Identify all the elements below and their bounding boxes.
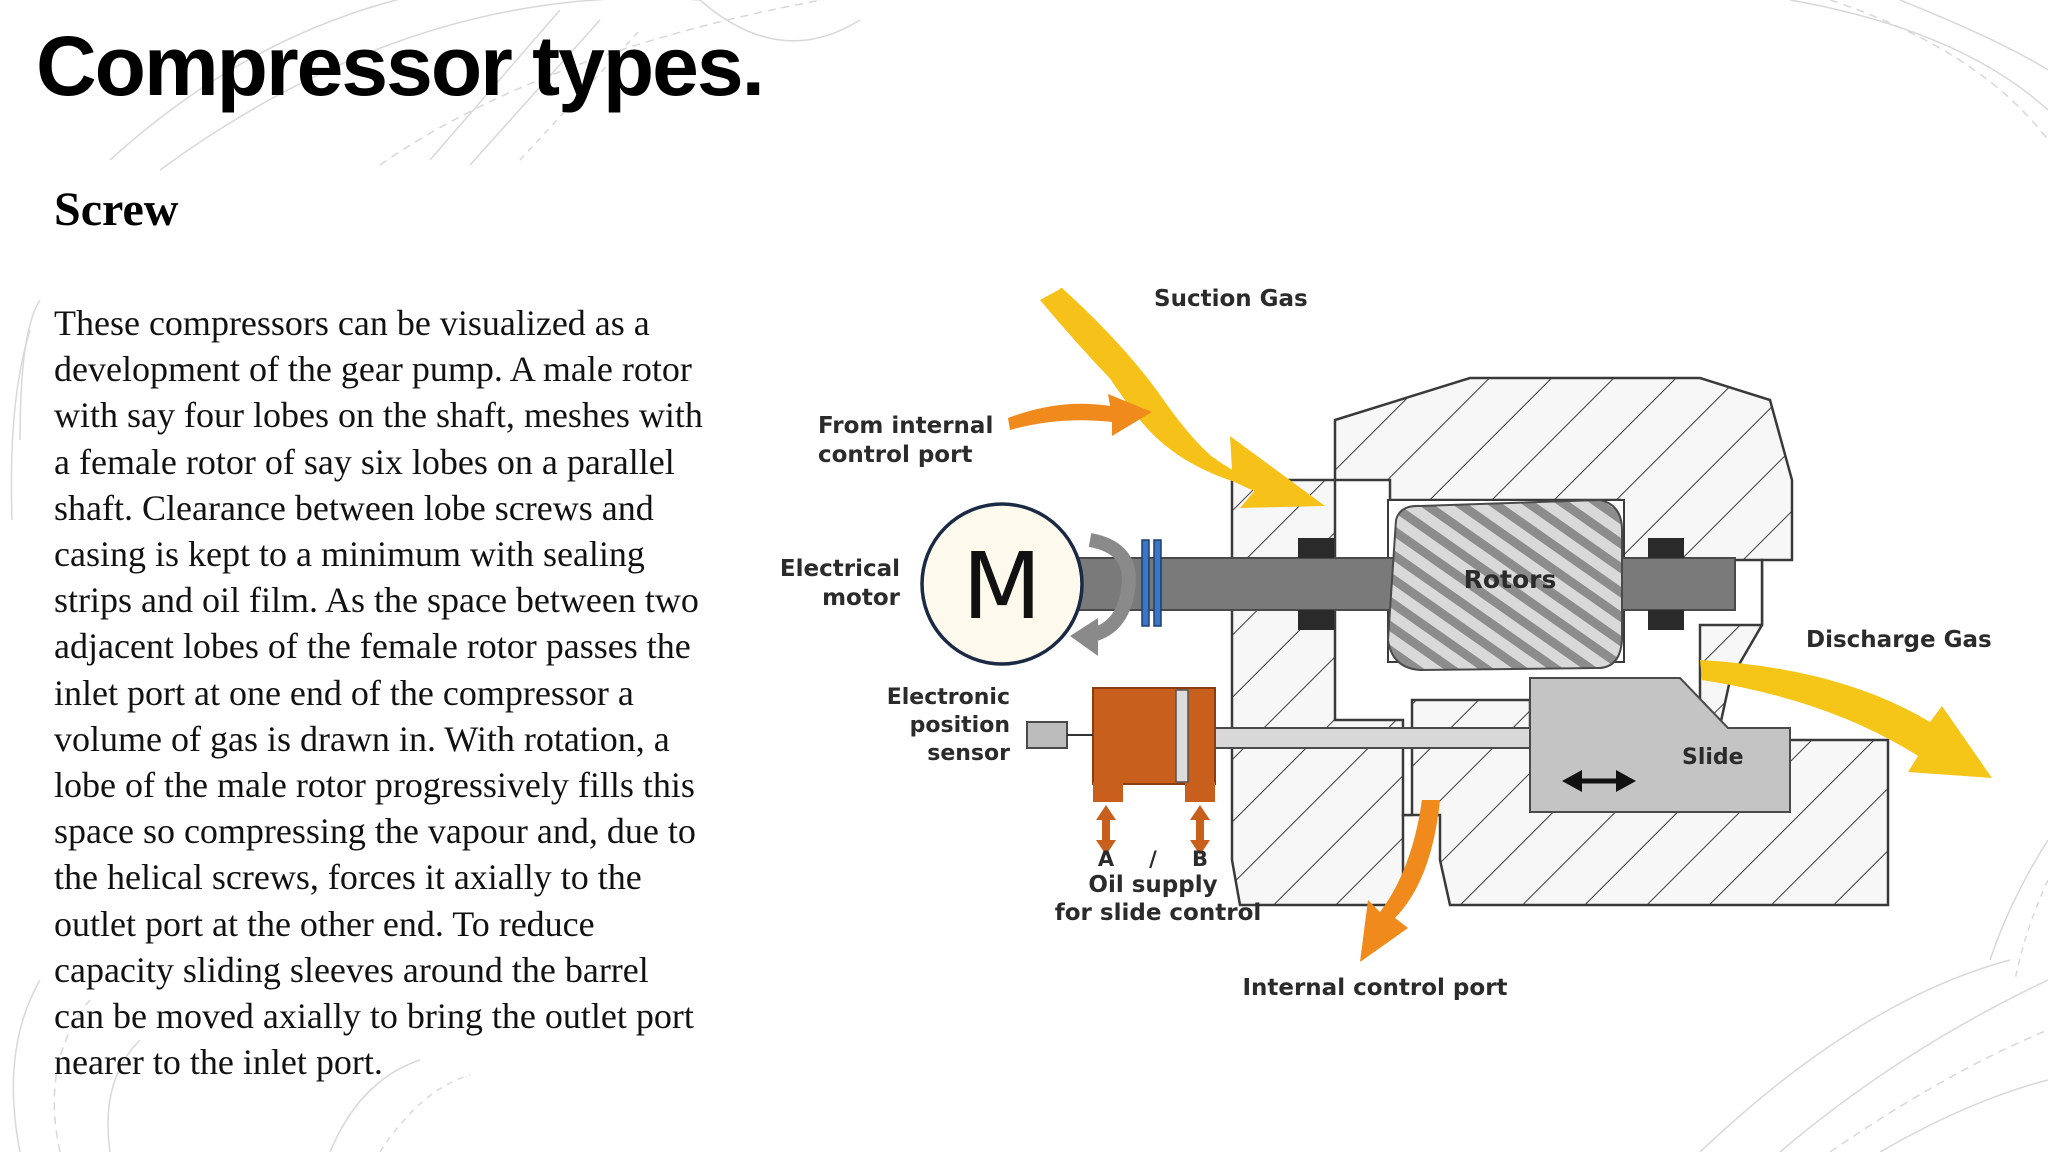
internal-control-inflow-arrow bbox=[1008, 394, 1152, 436]
coupling-left bbox=[1141, 539, 1150, 627]
suction-gas-arrow-tail bbox=[1040, 288, 1262, 494]
oil-supply-label-2: for slide control bbox=[1055, 900, 1262, 926]
sensor-label-1: Electronic bbox=[887, 685, 1010, 710]
position-sensor bbox=[1026, 721, 1068, 749]
from-internal-label-1: From internal bbox=[818, 413, 993, 439]
rotors-label: Rotors bbox=[1464, 565, 1557, 594]
actuator-piston bbox=[1175, 689, 1189, 783]
port-separator-label: / bbox=[1149, 847, 1157, 871]
text-line: casing is kept to a minimum with sealing bbox=[54, 534, 645, 575]
seal-right-top bbox=[1648, 538, 1684, 558]
text-line: with say four lobes on the shaft, meshes… bbox=[54, 395, 703, 436]
from-internal-label-2: control port bbox=[818, 442, 972, 468]
slide-title: Compressor types. bbox=[36, 19, 765, 113]
actuator-body bbox=[1092, 687, 1216, 785]
sensor-label-3: sensor bbox=[927, 741, 1010, 766]
text-line: strips and oil film. As the space betwee… bbox=[54, 580, 699, 621]
text-line: These compressors can be visualized as a bbox=[54, 303, 650, 343]
text-line: inlet port at one end of the compressor … bbox=[54, 672, 634, 713]
text-line: development of the gear pump. A male rot… bbox=[54, 349, 692, 390]
oil-arrow-a bbox=[1096, 805, 1116, 855]
electrical-motor-label-2: motor bbox=[822, 585, 901, 611]
port-b-label: B bbox=[1192, 847, 1208, 871]
sensor-label-2: position bbox=[910, 713, 1010, 738]
suction-gas-label: Suction Gas bbox=[1154, 286, 1308, 312]
text-line: a female rotor of say six lobes on a par… bbox=[54, 441, 675, 482]
slide-arrow-right bbox=[1616, 770, 1636, 792]
slide-label: Slide bbox=[1682, 745, 1744, 770]
section-heading: Screw bbox=[54, 183, 179, 236]
text-line: capacity sliding sleeves around the barr… bbox=[54, 949, 649, 990]
internal-control-port-arrow bbox=[1360, 800, 1440, 962]
suction-gas-arrow bbox=[1060, 288, 1325, 508]
discharge-gas-label: Discharge Gas bbox=[1806, 627, 1992, 653]
rotor-screws bbox=[1386, 498, 1623, 672]
seal-left-top bbox=[1298, 538, 1334, 558]
actuator-foot-a bbox=[1093, 782, 1123, 802]
port-a-label: A bbox=[1098, 847, 1115, 871]
seal-right-bottom bbox=[1648, 610, 1684, 630]
electrical-motor-label-1: Electrical bbox=[780, 556, 900, 582]
internal-control-port-label: Internal control port bbox=[1242, 975, 1507, 1001]
text-line: the helical screws, forces it axially to… bbox=[54, 857, 642, 898]
text-line: outlet port at the other end. To reduce bbox=[54, 903, 595, 944]
rotation-arrow bbox=[1086, 533, 1136, 643]
text-line: can be moved axially to bring the outlet… bbox=[54, 996, 694, 1037]
slide-arrow-left bbox=[1562, 770, 1582, 792]
description-paragraph: These compressors can be visualized as a… bbox=[54, 300, 774, 1085]
discharge-gas-arrow bbox=[1700, 660, 1992, 778]
motor-symbol: M bbox=[962, 533, 1041, 640]
coupling-right bbox=[1153, 539, 1162, 627]
motor-circle bbox=[920, 502, 1084, 666]
text-line: adjacent lobes of the female rotor passe… bbox=[54, 626, 691, 667]
slide-rod bbox=[1204, 727, 1536, 749]
text-line: nearer to the inlet port. bbox=[54, 1042, 383, 1083]
text-line: lobe of the male rotor progressively fil… bbox=[54, 765, 695, 806]
oil-arrow-b bbox=[1190, 805, 1210, 855]
text-line: shaft. Clearance between lobe screws and bbox=[54, 487, 654, 528]
seal-left-bottom bbox=[1298, 610, 1334, 630]
text-line: volume of gas is drawn in. With rotation… bbox=[54, 718, 670, 759]
text-line: space so compressing the vapour and, due… bbox=[54, 811, 696, 852]
screw-compressor-diagram: Rotors M Slide bbox=[780, 286, 1992, 1001]
oil-supply-label-1: Oil supply bbox=[1088, 872, 1217, 898]
slide bbox=[1529, 677, 1791, 813]
rotation-arrowhead bbox=[1070, 618, 1098, 656]
actuator-foot-b bbox=[1185, 782, 1215, 802]
